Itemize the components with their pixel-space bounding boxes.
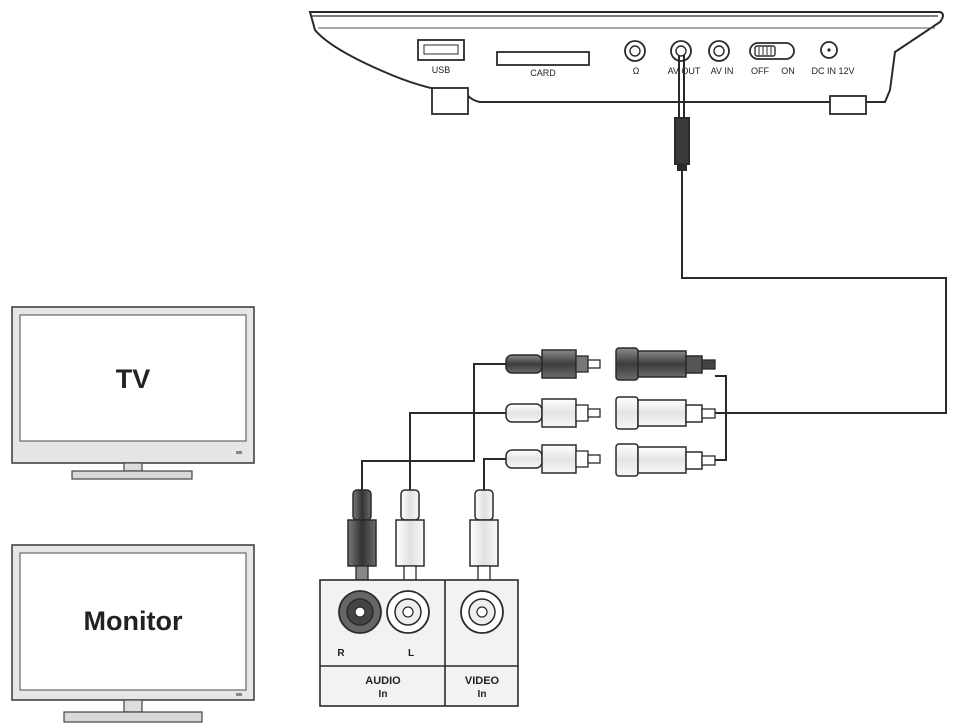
portable-player: USB CARD Ω AV OUT AV IN OFF ON DC IN 12V bbox=[308, 11, 944, 115]
input-panel: R L AUDIO In VIDEO In bbox=[319, 579, 519, 707]
male-rca-yellow bbox=[505, 444, 601, 474]
av-in-label: AV IN bbox=[711, 66, 734, 76]
av-minijack-plug bbox=[674, 117, 690, 165]
female-rca-red bbox=[615, 347, 716, 381]
player-foot-left bbox=[431, 87, 469, 115]
dc-in-label: DC IN 12V bbox=[811, 66, 854, 76]
tv-label: TV bbox=[116, 364, 151, 394]
vertical-plug-white bbox=[395, 489, 425, 581]
audio-l-label: L bbox=[408, 648, 414, 659]
female-rca-white bbox=[615, 396, 716, 430]
switch-on-label: ON bbox=[781, 66, 795, 76]
vertical-plug-red bbox=[347, 489, 377, 581]
usb-label: USB bbox=[432, 65, 451, 75]
audio-label: AUDIO bbox=[365, 675, 401, 687]
vertical-plug-yellow bbox=[469, 489, 499, 581]
player-foot-right bbox=[829, 95, 867, 115]
male-rca-red bbox=[505, 349, 601, 379]
audio-in-label: In bbox=[379, 689, 388, 700]
tv-device: TV bbox=[11, 306, 255, 480]
switch-off-label: OFF bbox=[751, 66, 769, 76]
card-slot bbox=[496, 51, 590, 66]
female-rca-yellow bbox=[615, 443, 716, 477]
video-label: VIDEO bbox=[465, 675, 500, 687]
male-rca-white bbox=[505, 398, 601, 428]
monitor-label: Monitor bbox=[84, 606, 183, 636]
av-cable bbox=[674, 55, 947, 461]
video-in-label: In bbox=[478, 689, 487, 700]
rca-wires bbox=[361, 363, 506, 490]
headphone-label: Ω bbox=[633, 66, 640, 76]
audio-r-label: R bbox=[337, 648, 345, 659]
monitor-device: Monitor bbox=[11, 544, 255, 723]
card-label: CARD bbox=[530, 68, 556, 78]
